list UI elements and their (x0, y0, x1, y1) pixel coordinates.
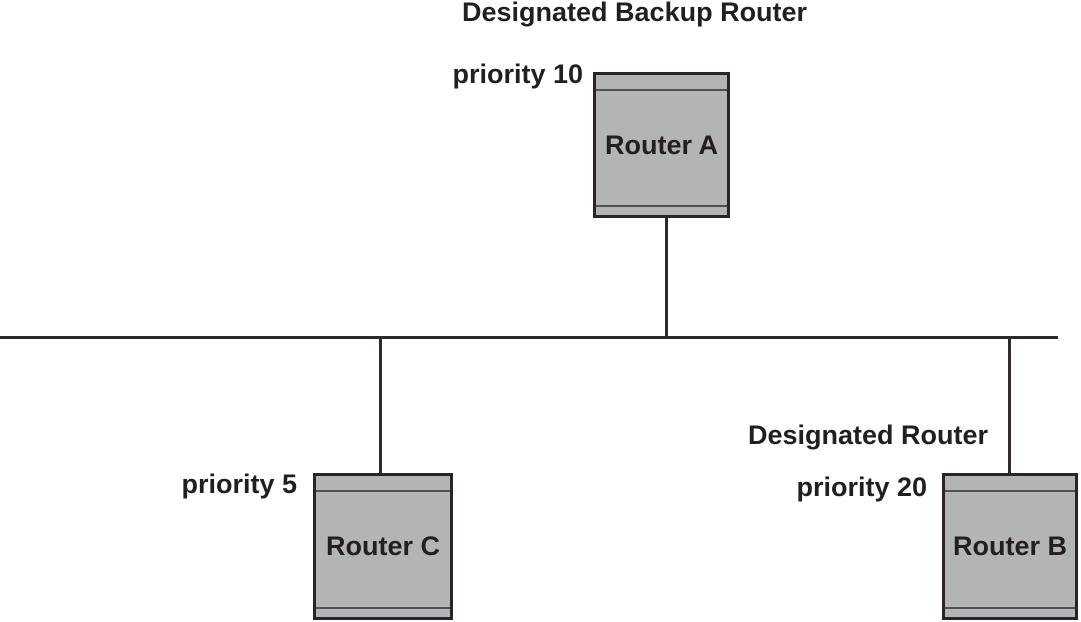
router-c-box: Router C (313, 473, 453, 620)
router-b-bottom-panel-line (945, 607, 1075, 609)
router-b-link-line (1008, 337, 1011, 474)
router-c-link-line (379, 337, 382, 474)
router-a-top-panel-line (596, 89, 727, 91)
router-b-top-panel-line (945, 490, 1075, 492)
designated-backup-router-caption: Designated Backup Router (462, 0, 808, 27)
router-a-bottom-panel-line (596, 205, 727, 207)
router-a-link-line (665, 218, 668, 339)
router-c-top-panel-line (316, 490, 450, 492)
designated-router-caption: Designated Router (747, 420, 988, 450)
router-b-name: Router B (953, 531, 1067, 561)
router-a-priority-label: priority 10 (452, 59, 583, 89)
router-c-priority-label: priority 5 (181, 469, 297, 499)
router-b-box: Router B (942, 473, 1078, 620)
network-segment-line (0, 336, 1058, 339)
router-a-box: Router A (593, 72, 730, 218)
router-b-priority-label: priority 20 (796, 472, 927, 502)
router-c-name: Router C (326, 531, 440, 561)
router-a-name: Router A (605, 129, 718, 160)
router-c-bottom-panel-line (316, 607, 450, 609)
